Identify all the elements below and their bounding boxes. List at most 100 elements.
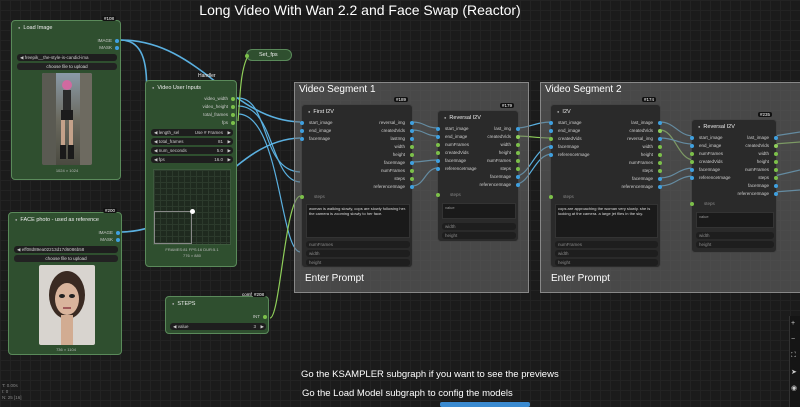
width-widget[interactable]: width: [555, 250, 658, 257]
input-slot[interactable]: [690, 202, 694, 206]
output-slot[interactable]: [231, 105, 235, 109]
input-slot[interactable]: [300, 121, 304, 125]
width-widget[interactable]: width: [306, 250, 410, 257]
output-slot[interactable]: [516, 183, 520, 187]
prompt-textarea[interactable]: cops are approaching the woman very slow…: [555, 204, 658, 238]
output-slot[interactable]: [658, 121, 662, 125]
output-slot[interactable]: [658, 137, 662, 141]
output-slot[interactable]: [410, 169, 414, 173]
value-textarea[interactable]: value: [442, 203, 516, 219]
output-slot[interactable]: [410, 137, 414, 141]
output-slot[interactable]: [774, 136, 778, 140]
input-slot[interactable]: [549, 145, 553, 149]
input-slot[interactable]: [549, 153, 553, 157]
input-slot[interactable]: [549, 129, 553, 133]
image-file-select[interactable]: ◀ freepik__the-style-is-candid-ima: [17, 54, 117, 61]
output-slot[interactable]: [658, 145, 662, 149]
input-slot[interactable]: [300, 129, 304, 133]
input-slot[interactable]: [549, 137, 553, 141]
input-slot[interactable]: [436, 127, 440, 131]
zoom-in-icon[interactable]: +: [791, 320, 796, 327]
video-user-inputs-node[interactable]: Video User Inputs Handler video_width vi…: [145, 73, 237, 267]
output-slot[interactable]: [774, 144, 778, 148]
output-slot[interactable]: [658, 185, 662, 189]
reversal-i2v-node[interactable]: Reversal I2V #179 start_image end_image …: [436, 103, 520, 242]
input-slot[interactable]: [436, 143, 440, 147]
prompt-textarea[interactable]: woman is walking slowly, cops are slowly…: [306, 204, 410, 238]
output-slot[interactable]: [774, 168, 778, 172]
input-slot[interactable]: [300, 195, 304, 199]
output-slot[interactable]: [774, 176, 778, 180]
input-slot[interactable]: [436, 167, 440, 171]
output-slot[interactable]: [516, 151, 520, 155]
face-file-select[interactable]: ◀ eff08d89ea02213d17d6086b58: [14, 246, 118, 253]
zoom-out-icon[interactable]: −: [791, 336, 796, 343]
input-slot[interactable]: [436, 159, 440, 163]
output-mask-slot[interactable]: [116, 238, 120, 242]
output-slot[interactable]: [516, 135, 520, 139]
set-fps-node[interactable]: Set_fps: [245, 49, 292, 61]
input-slot[interactable]: [436, 151, 440, 155]
output-slot[interactable]: [658, 153, 662, 157]
output-int-slot[interactable]: [263, 315, 267, 319]
upload-button[interactable]: choose file to upload: [14, 255, 118, 262]
width-widget[interactable]: width: [442, 223, 516, 230]
input-slot[interactable]: [245, 54, 249, 58]
output-slot[interactable]: [410, 185, 414, 189]
i2v-node[interactable]: I2V #174 start_image end_image createdVi…: [549, 97, 662, 268]
output-image-slot[interactable]: [116, 231, 120, 235]
output-slot[interactable]: [410, 145, 414, 149]
reversal-i2v-node-2[interactable]: Reversal I2V #235 start_image end_image …: [690, 112, 778, 253]
first-i2v-node[interactable]: First I2V #189 start_image end_image fac…: [300, 97, 414, 268]
input-slot[interactable]: [690, 176, 694, 180]
fit-view-icon[interactable]: ⛶: [791, 352, 796, 359]
output-slot[interactable]: [516, 167, 520, 171]
input-slot[interactable]: [436, 135, 440, 139]
load-image-node[interactable]: Load Image #108 IMAGE MASK ◀ freepik__th…: [11, 16, 121, 180]
height-widget[interactable]: height: [442, 232, 516, 239]
output-slot[interactable]: [410, 129, 414, 133]
horizontal-scrollbar[interactable]: [440, 402, 530, 407]
output-slot[interactable]: [516, 143, 520, 147]
output-slot[interactable]: [410, 177, 414, 181]
input-slot[interactable]: [690, 136, 694, 140]
height-widget[interactable]: height: [306, 259, 410, 266]
input-slot[interactable]: [690, 152, 694, 156]
resolution-handle[interactable]: [190, 209, 195, 214]
input-slot[interactable]: [436, 193, 440, 197]
pointer-icon[interactable]: ➤: [791, 369, 797, 376]
output-slot[interactable]: [231, 97, 235, 101]
height-widget[interactable]: height: [555, 259, 658, 266]
face-photo-node[interactable]: FACE photo - used as reference #200 IMAG…: [8, 208, 122, 355]
output-slot[interactable]: [410, 153, 414, 157]
numframes-widget[interactable]: numFrames: [306, 241, 410, 248]
visibility-icon[interactable]: ◉: [791, 385, 798, 392]
output-slot[interactable]: [658, 161, 662, 165]
video-segment-2-group[interactable]: Video Segment 2 Enter Prompt I2V #174 st…: [540, 82, 800, 293]
output-slot[interactable]: [231, 113, 235, 117]
output-slot[interactable]: [774, 160, 778, 164]
value-textarea[interactable]: value: [696, 212, 774, 228]
input-slot[interactable]: [549, 121, 553, 125]
output-slot[interactable]: [516, 175, 520, 179]
input-slot[interactable]: [690, 144, 694, 148]
output-slot[interactable]: [410, 121, 414, 125]
output-slot[interactable]: [774, 192, 778, 196]
output-slot[interactable]: [774, 184, 778, 188]
input-slot[interactable]: [690, 160, 694, 164]
width-widget[interactable]: width: [696, 232, 774, 239]
output-slot[interactable]: [410, 161, 414, 165]
output-slot[interactable]: [516, 127, 520, 131]
input-slot[interactable]: [549, 195, 553, 199]
input-slot[interactable]: [690, 168, 694, 172]
output-slot[interactable]: [658, 177, 662, 181]
height-widget[interactable]: height: [696, 241, 774, 248]
resolution-picker-canvas[interactable]: [153, 169, 231, 245]
output-slot[interactable]: [658, 169, 662, 173]
